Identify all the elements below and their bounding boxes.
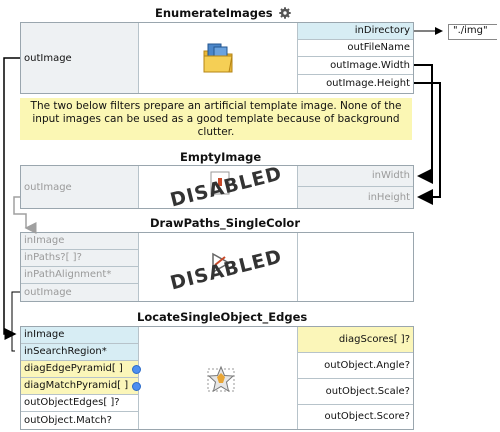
wire-height <box>414 82 441 205</box>
port-outObject-Scale[interactable]: outObject.Scale? <box>298 379 413 405</box>
port-inImage[interactable]: inImage <box>21 233 138 250</box>
port-outObject-Angle[interactable]: outObject.Angle? <box>298 353 413 379</box>
wire-outimage-to-locate <box>3 57 20 340</box>
port-inPaths[interactable]: inPaths?[ ]? <box>21 250 138 267</box>
port-outImage[interactable]: outImage <box>21 50 138 68</box>
port-inDirectory[interactable]: inDirectory <box>298 23 413 40</box>
wire-draw-to-locate <box>11 291 20 352</box>
wire-empty-to-draw <box>13 196 37 234</box>
diag-toggle-icon[interactable] <box>132 365 141 374</box>
comment-note[interactable]: The two below filters prepare an artific… <box>20 98 412 140</box>
port-outObject-Match[interactable]: outObject.Match? <box>21 412 138 429</box>
port-outObjectEdges[interactable]: outObjectEdges[ ]? <box>21 395 138 412</box>
empty-image-icon <box>209 170 231 199</box>
directory-constant[interactable]: "./img" <box>448 24 497 40</box>
port-outFileName[interactable]: outFileName <box>298 40 413 57</box>
port-inImage[interactable]: inImage <box>21 327 138 344</box>
enumerate-images-title[interactable]: EnumerateImages <box>155 6 291 22</box>
draw-paths-block[interactable]: inImage inPaths?[ ]? inPathAlignment* ou… <box>20 232 414 302</box>
port-diagScores[interactable]: diagScores[ ]? <box>298 327 413 353</box>
port-diagEdgePyramid[interactable]: diagEdgePyramid[ ] <box>21 361 138 378</box>
port-inSearchRegion[interactable]: inSearchRegion* <box>21 344 138 361</box>
folder-images-icon <box>201 41 235 78</box>
port-inWidth[interactable]: inWidth <box>298 166 413 187</box>
port-diagMatchPyramid[interactable]: diagMatchPyramid[ ] <box>21 378 138 395</box>
diag-toggle-icon[interactable] <box>132 382 141 391</box>
empty-image-title[interactable]: EmptyImage <box>180 150 262 164</box>
port-outObject-Score[interactable]: outObject.Score? <box>298 405 413 429</box>
port-outImage-Height[interactable]: outImage.Height <box>298 75 413 93</box>
port-outImage-Width[interactable]: outImage.Width <box>298 57 413 75</box>
empty-image-block[interactable]: outImage DISABLED inWidth inHeight <box>20 162 414 212</box>
locate-title[interactable]: LocateSingleObject_Edges <box>137 310 308 324</box>
star-locate-icon <box>205 363 237 398</box>
wire-width <box>414 64 433 184</box>
draw-paths-icon <box>209 251 233 278</box>
locate-block[interactable]: inImage inSearchRegion* diagEdgePyramid[… <box>20 326 414 430</box>
port-inPathAlignment[interactable]: inPathAlignment* <box>21 267 138 284</box>
gear-icon[interactable] <box>278 7 291 22</box>
port-inHeight[interactable]: inHeight <box>298 187 413 208</box>
port-outImage[interactable]: outImage <box>21 179 138 196</box>
draw-paths-title[interactable]: DrawPaths_SingleColor <box>150 216 300 230</box>
port-outImage[interactable]: outImage <box>21 284 138 301</box>
enumerate-images-block[interactable]: outImage inDirectory outFileName outImag… <box>20 22 414 94</box>
